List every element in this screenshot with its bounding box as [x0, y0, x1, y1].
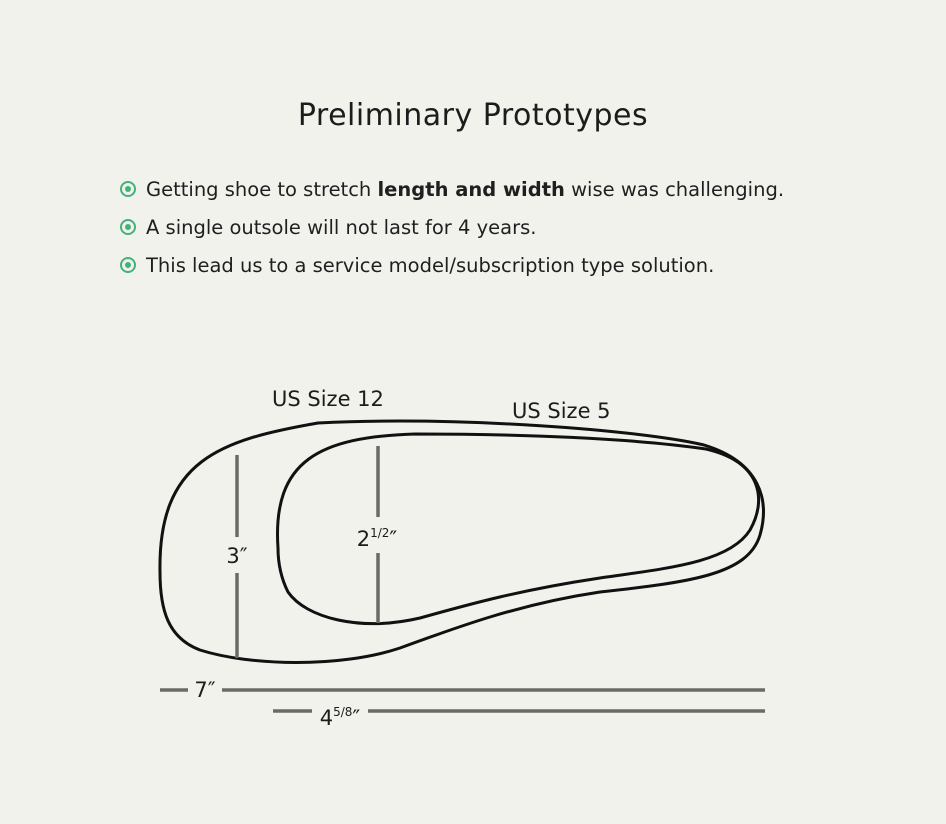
outline-size-12 [158, 419, 765, 664]
measure-length-size-12: 7″ [194, 678, 215, 702]
measure-width-size-12: 3″ [226, 544, 247, 568]
bullet-text: Getting shoe to stretch length and width… [146, 177, 785, 201]
bullet-text: This lead us to a service model/subscrip… [146, 253, 715, 277]
measure-width-size-5: 21/2″ [357, 526, 398, 551]
bullet-list: Getting shoe to stretch length and width… [120, 170, 784, 284]
bullet-item: Getting shoe to stretch length and width… [120, 170, 784, 208]
label-size-5: US Size 5 [512, 399, 611, 423]
bullet-item: A single outsole will not last for 4 yea… [120, 208, 784, 246]
measure-length-size-5: 45/8″ [320, 705, 361, 730]
outline-size-5 [276, 432, 761, 625]
label-size-12: US Size 12 [272, 387, 384, 411]
bullet-dot-icon [120, 257, 136, 273]
bullet-item: This lead us to a service model/subscrip… [120, 246, 784, 284]
bullet-dot-icon [120, 219, 136, 235]
bullet-dot-icon [120, 181, 136, 197]
bullet-text: A single outsole will not last for 4 yea… [146, 215, 537, 239]
page-title: Preliminary Prototypes [297, 98, 649, 133]
